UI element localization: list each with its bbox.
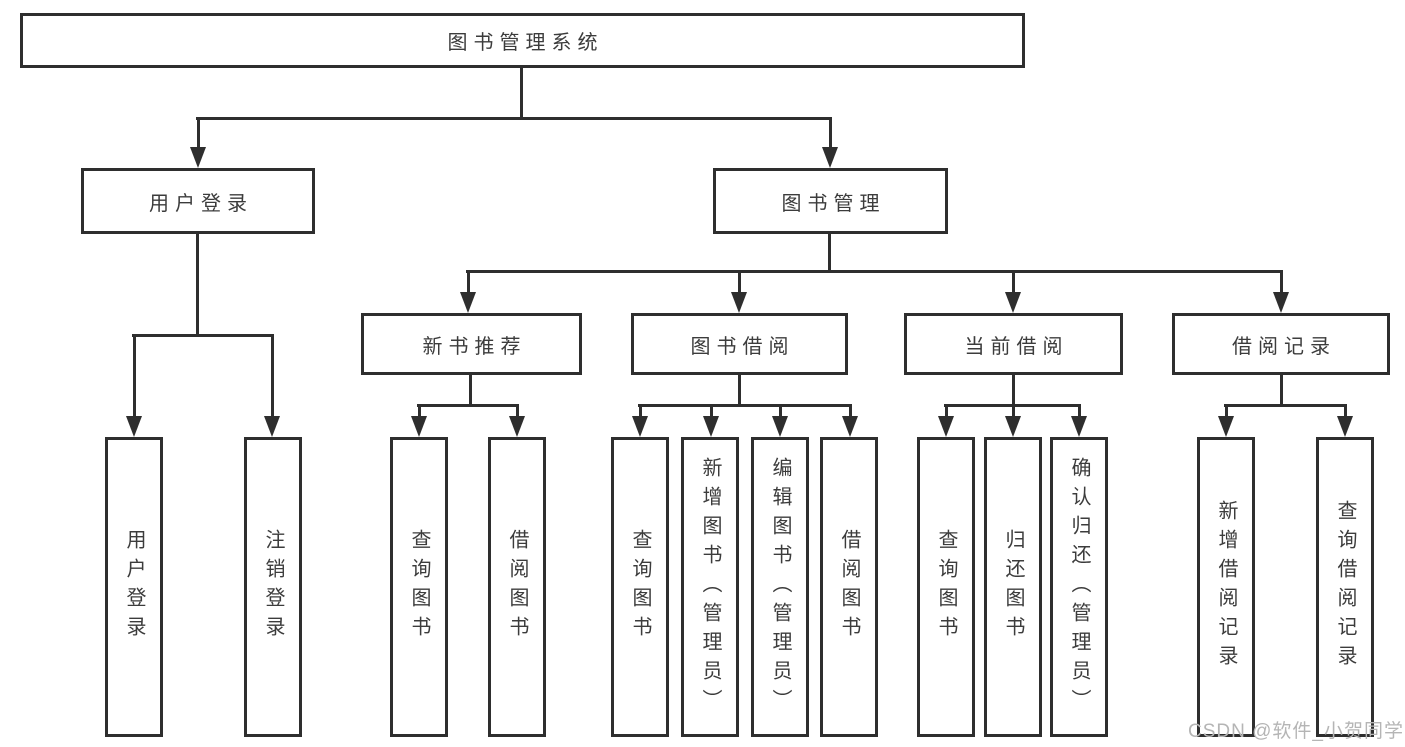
arrow-down-icon [410,404,428,437]
node-borrow-records-label: 借阅记录 [1232,335,1336,358]
node-root-label: 图书管理系统 [447,32,604,54]
connector-recommend-stem [469,375,472,407]
arrow-down-icon [841,404,859,437]
arrow-down-icon [1004,404,1022,437]
node-user-login-label: 用户登录 [149,192,253,215]
arrow-down-icon [821,117,839,168]
arrow-down-icon [263,334,281,437]
leaf-query-books-borrow-label: 查询图书 [629,529,651,645]
leaf-borrow-books-borrow: 借阅图书 [820,437,878,737]
connector-mgmt-stem [828,234,831,273]
leaf-logout-login: 注销登录 [244,437,302,737]
watermark: CSDN @软件_小贺同学 [1188,721,1404,742]
connector-login-split [132,334,274,337]
node-root-system: 图书管理系统 [20,13,1025,68]
leaf-query-books-current: 查询图书 [917,437,975,737]
leaf-user-login-label: 用户登录 [123,529,145,645]
arrow-down-icon [1272,270,1290,313]
connector-root-split [196,117,832,120]
arrow-down-icon [1217,404,1235,437]
leaf-borrow-books-recommend: 借阅图书 [488,437,546,737]
node-current-borrow: 当前借阅 [904,313,1123,375]
connector-login-stem [196,234,199,337]
arrow-down-icon [459,270,477,313]
node-book-borrow-label: 图书借阅 [690,335,795,358]
arrow-down-icon [1070,404,1088,437]
leaf-logout-login-label: 注销登录 [262,529,284,645]
connector-mgmt-split [466,270,1283,273]
connector-root-stem [520,68,523,120]
connector-borrow-stem [738,375,741,407]
leaf-return-book: 归还图书 [984,437,1042,737]
arrow-down-icon [771,404,789,437]
node-book-borrow: 图书借阅 [631,313,848,375]
leaf-edit-book-admin-label: 编辑图书（管理员） [769,456,791,718]
connector-records-split [1224,404,1347,407]
node-new-book-recommend-label: 新书推荐 [422,335,527,358]
leaf-query-borrow-record: 查询借阅记录 [1316,437,1374,737]
leaf-add-borrow-record-label: 新增借阅记录 [1215,500,1237,674]
leaf-query-borrow-record-label: 查询借阅记录 [1334,500,1356,674]
node-user-login: 用户登录 [81,168,315,234]
leaf-borrow-books-recommend-label: 借阅图书 [506,529,528,645]
leaf-borrow-books-borrow-label: 借阅图书 [838,529,860,645]
node-new-book-recommend: 新书推荐 [361,313,582,375]
leaf-return-book-label: 归还图书 [1002,529,1024,645]
leaf-query-books-recommend-label: 查询图书 [408,529,430,645]
leaf-user-login: 用户登录 [105,437,163,737]
leaf-query-books-current-label: 查询图书 [935,529,957,645]
node-book-management-label: 图书管理 [781,192,886,215]
node-borrow-records: 借阅记录 [1172,313,1390,375]
leaf-query-books-recommend: 查询图书 [390,437,448,737]
leaf-add-book-admin: 新增图书（管理员） [681,437,739,737]
leaf-add-book-admin-label: 新增图书（管理员） [699,456,721,718]
leaf-edit-book-admin: 编辑图书（管理员） [751,437,809,737]
arrow-down-icon [1336,404,1354,437]
arrow-down-icon [937,404,955,437]
connector-borrow-split [638,404,852,407]
arrow-down-icon [702,404,720,437]
arrow-down-icon [631,404,649,437]
leaf-add-borrow-record: 新增借阅记录 [1197,437,1255,737]
connector-current-stem [1012,375,1015,407]
connector-records-stem [1280,375,1283,407]
arrow-down-icon [508,404,526,437]
node-current-borrow-label: 当前借阅 [964,335,1069,358]
node-book-management: 图书管理 [713,168,948,234]
arrow-down-icon [189,117,207,168]
arrow-down-icon [125,334,143,437]
leaf-confirm-return-admin-label: 确认归还（管理员） [1068,456,1090,718]
leaf-confirm-return-admin: 确认归还（管理员） [1050,437,1108,737]
leaf-query-books-borrow: 查询图书 [611,437,669,737]
arrow-down-icon [1004,270,1022,313]
connector-recommend-split [417,404,519,407]
arrow-down-icon [730,270,748,313]
